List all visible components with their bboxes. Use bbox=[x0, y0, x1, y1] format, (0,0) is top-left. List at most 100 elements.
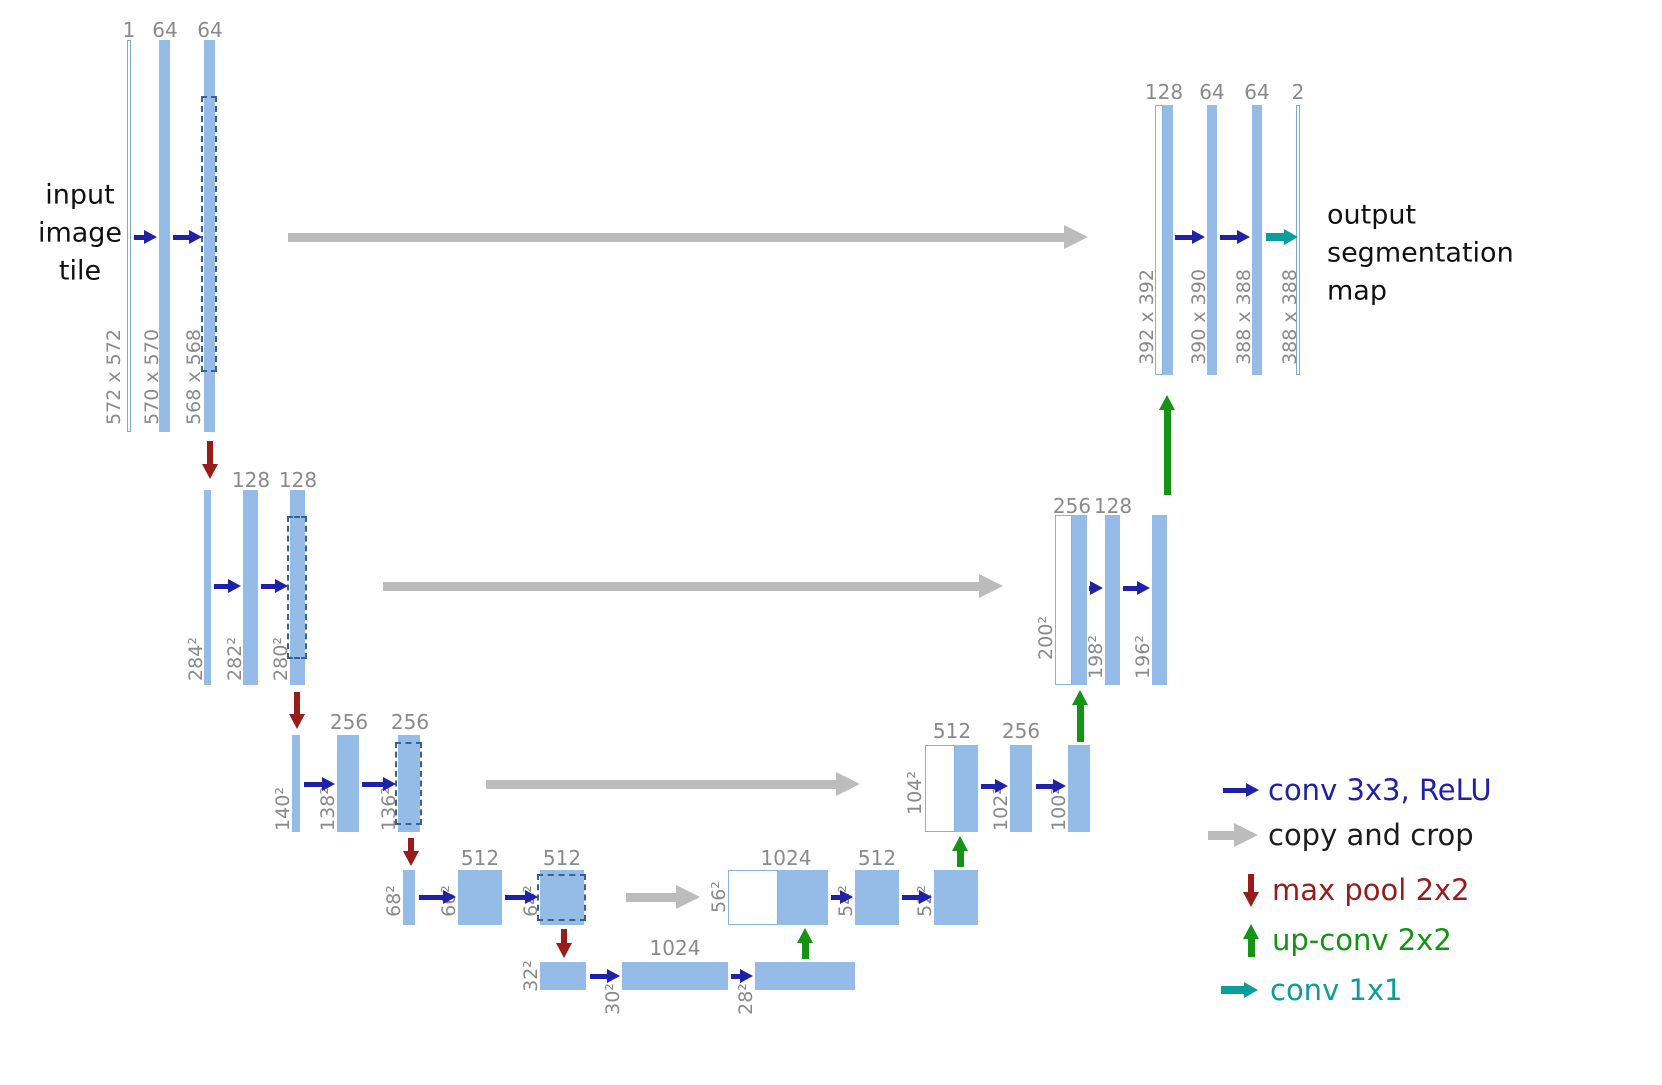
enc1-conv1-bar bbox=[159, 40, 170, 432]
conv3x3-arrow bbox=[1175, 229, 1205, 245]
feature-size-label: 30² bbox=[602, 983, 624, 1015]
input-image-tile-label: input image tile bbox=[37, 179, 123, 286]
dec2-upconv-bar bbox=[1072, 515, 1087, 685]
channel-count-label: 1024 bbox=[649, 936, 701, 960]
feature-size-label: 390 x 390 bbox=[1188, 269, 1210, 365]
dec4-upconv-bar bbox=[778, 870, 828, 925]
feature-size-label: 568 x 568 bbox=[183, 329, 205, 425]
channel-count-label: 512 bbox=[460, 846, 500, 870]
channel-count-label: 256 bbox=[1052, 494, 1092, 518]
channel-count-label: 256 bbox=[1001, 719, 1041, 743]
channel-count-label: 64 bbox=[1199, 80, 1225, 104]
dec3-copied-bar bbox=[925, 745, 955, 832]
channel-count-label: 512 bbox=[857, 846, 897, 870]
feature-size-label: 102² bbox=[990, 787, 1012, 831]
feature-size-label: 138² bbox=[317, 787, 339, 831]
enc1-conv2-bar bbox=[204, 40, 215, 432]
dec3-conv1-bar bbox=[1010, 745, 1032, 832]
conv3x3-arrow bbox=[214, 578, 241, 594]
conv3x3-arrow bbox=[134, 229, 157, 245]
feature-size-label: 100² bbox=[1048, 787, 1070, 831]
conv3x3-arrow bbox=[261, 578, 288, 594]
enc4-crop-outline bbox=[537, 874, 586, 921]
legend-upconv-arrow-icon bbox=[1242, 924, 1260, 957]
legend-copy-crop-arrow-icon bbox=[1208, 823, 1258, 847]
enc2-crop-outline bbox=[287, 516, 307, 659]
copy-crop-arrow bbox=[383, 574, 1003, 598]
conv1x1-arrow bbox=[1266, 229, 1298, 245]
dec2-conv2-bar bbox=[1152, 515, 1167, 685]
feature-size-label: 388 x 388 bbox=[1233, 269, 1255, 365]
conv3x3-arrow bbox=[1036, 778, 1066, 794]
conv3x3-arrow bbox=[419, 889, 456, 905]
channel-count-label: 128 bbox=[231, 468, 271, 492]
conv3x3-arrow bbox=[1089, 580, 1103, 596]
channel-count-label: 256 bbox=[329, 710, 369, 734]
legend-label: conv 1x1 bbox=[1270, 973, 1403, 1007]
maxpool-arrow bbox=[555, 929, 573, 958]
legend-conv1x1-arrow-icon bbox=[1221, 982, 1258, 998]
feature-size-label: 392 x 392 bbox=[1136, 269, 1158, 365]
dec1-copied-bar bbox=[1155, 105, 1163, 375]
enc3-in-bar bbox=[292, 735, 300, 832]
enc3-crop-outline bbox=[395, 742, 422, 825]
channel-count-label: 128 bbox=[1093, 494, 1133, 518]
enc4-in-bar bbox=[403, 870, 415, 925]
output-segmentation-map-label: output segmentation map bbox=[1327, 199, 1514, 306]
conv3x3-arrow bbox=[505, 889, 538, 905]
copy-crop-arrow bbox=[486, 772, 860, 796]
conv3x3-arrow bbox=[304, 776, 335, 792]
dec2-conv1-bar bbox=[1105, 515, 1120, 685]
conv3x3-arrow bbox=[362, 776, 396, 792]
upconv-arrow bbox=[1071, 690, 1089, 742]
channel-count-label: 2 bbox=[1291, 80, 1305, 104]
channel-count-label: 1024 bbox=[760, 846, 812, 870]
copy-crop-arrow bbox=[288, 225, 1088, 249]
dec4-copied-bar bbox=[728, 870, 778, 925]
dec1-upconv-bar bbox=[1163, 105, 1173, 375]
enc4-conv1-bar bbox=[458, 870, 502, 925]
input-bar bbox=[127, 40, 131, 432]
feature-size-label: 572 x 572 bbox=[103, 329, 125, 425]
feature-size-label: 198² bbox=[1085, 635, 1107, 679]
channel-count-label: 64 bbox=[1244, 80, 1270, 104]
channel-count-label: 512 bbox=[542, 846, 582, 870]
enc3-conv1-bar bbox=[337, 735, 359, 832]
maxpool-arrow bbox=[201, 441, 219, 479]
conv3x3-arrow bbox=[173, 229, 202, 245]
enc4-conv2-bar bbox=[540, 870, 584, 925]
dec4-conv1-bar bbox=[855, 870, 899, 925]
enc2-in-bar bbox=[204, 490, 211, 685]
conv3x3-arrow bbox=[731, 968, 753, 984]
upconv-arrow bbox=[951, 836, 969, 867]
conv3x3-arrow bbox=[1123, 580, 1150, 596]
copy-crop-arrow bbox=[626, 885, 700, 909]
legend-label: max pool 2x2 bbox=[1272, 873, 1470, 907]
feature-size-label: 570 x 570 bbox=[141, 329, 163, 425]
legend-conv3x3-arrow-icon bbox=[1223, 782, 1259, 798]
conv3x3-arrow bbox=[831, 889, 853, 905]
bottleneck-conv1-bar bbox=[622, 962, 728, 990]
maxpool-arrow bbox=[288, 692, 306, 729]
legend-label: conv 3x3, ReLU bbox=[1268, 773, 1492, 807]
channel-count-label: 512 bbox=[932, 719, 972, 743]
feature-size-label: 388 x 388 bbox=[1279, 269, 1301, 365]
dec1-conv2-bar bbox=[1252, 105, 1262, 375]
dec3-upconv-bar bbox=[955, 745, 978, 832]
legend-label: up-conv 2x2 bbox=[1272, 923, 1452, 957]
dec4-conv2-bar bbox=[934, 870, 978, 925]
channel-count-label: 128 bbox=[1144, 80, 1184, 104]
conv3x3-arrow bbox=[981, 778, 1008, 794]
upconv-arrow bbox=[1158, 395, 1176, 495]
dec3-conv2-bar bbox=[1068, 745, 1090, 832]
maxpool-arrow bbox=[402, 838, 420, 866]
dec1-conv1-bar bbox=[1207, 105, 1217, 375]
conv3x3-arrow bbox=[902, 889, 932, 905]
channel-count-label: 1 bbox=[122, 18, 136, 42]
enc2-conv2-bar bbox=[290, 490, 305, 685]
feature-size-label: 140² bbox=[272, 787, 294, 831]
feature-size-label: 104² bbox=[904, 771, 926, 815]
enc2-conv1-bar bbox=[243, 490, 258, 685]
feature-size-label: 200² bbox=[1035, 616, 1057, 660]
